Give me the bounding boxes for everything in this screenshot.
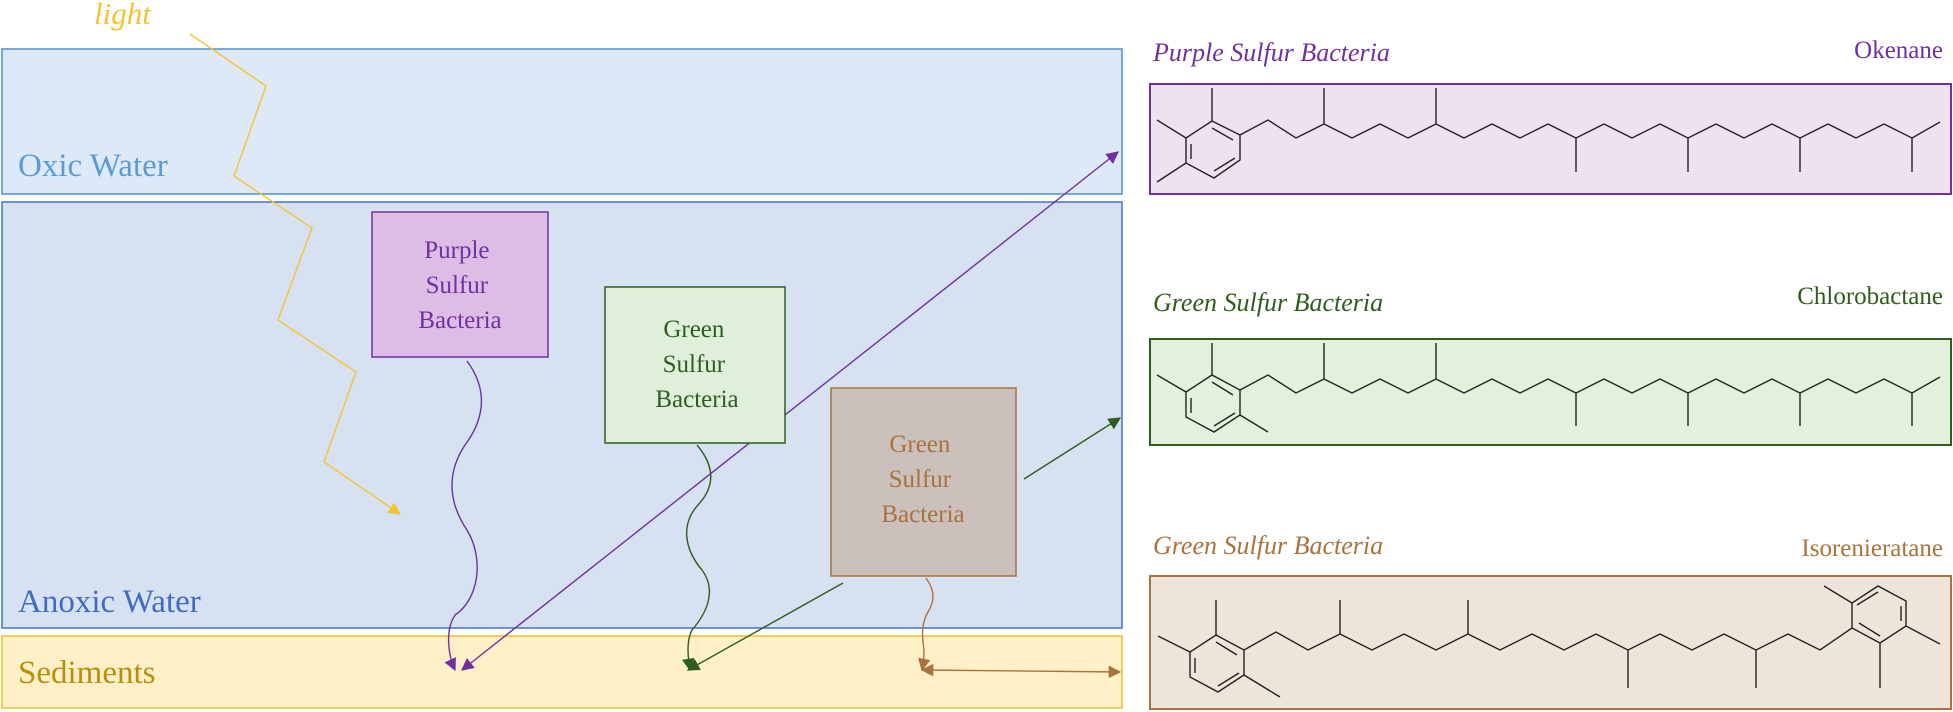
purple-box-line-2: Sulfur [426,272,489,299]
sediments-label: Sediments [18,655,156,691]
green-to-panel-arrow [1023,417,1122,480]
chlorobactane-structure [1156,343,1941,433]
green-sulfur-bacteria-box: Green Sulfur Bacteria [604,286,786,444]
purple-box-line-1: Purple [424,237,489,264]
panel-chlorobactane-name: Chlorobactane [1797,283,1943,310]
panel-okenane-name: Okenane [1854,37,1943,64]
svg-text:Green Sulfur Bacte: Green Sulfur Bacteria [881,431,964,528]
panel-isorenieratane-title: Green Sulfur Bacteria [1153,531,1383,560]
light-label: light [94,0,152,31]
green-to-sediment-arrow [686,582,844,671]
oxic-water-layer [1,48,1123,195]
brown-sinking-arrow [918,577,934,672]
panel-okenane-title: Purple Sulfur Bacteria [1152,38,1390,67]
okenane-structure [1156,88,1941,183]
isorenieratane-structure [1157,585,1941,698]
purple-sulfur-bacteria-box: Purple Sulfur Bacteria [371,211,549,358]
green-sinking-arrow [682,444,712,672]
sediments-layer [1,635,1123,709]
panel-chlorobactane-frame [1149,338,1952,446]
brown-to-panel-arrow [920,663,1122,679]
svg-text:Green Sulfur Bacte: Green Sulfur Bacteria [655,316,738,413]
brown-box-line-3: Bacteria [881,501,964,528]
panel-chlorobactane-title: Green Sulfur Bacteria [1153,288,1383,317]
green-box-line-3: Bacteria [655,386,738,413]
purple-to-panel-arrow [461,151,1119,671]
panel-okenane-frame [1149,83,1952,195]
green-box-line-2: Sulfur [663,351,726,378]
green-box-line-1: Green [663,316,725,343]
brown-box-line-1: Green [889,431,951,458]
light-ray-arrow [189,33,402,515]
brown-green-sulfur-bacteria-box: Green Sulfur Bacteria [830,387,1017,577]
oxic-water-label: Oxic Water [18,148,168,184]
panel-isorenieratane-name: Isorenieratane [1801,535,1943,562]
svg-text:Purple Sulfur Bact: Purple Sulfur Bacteria [418,237,501,334]
purple-box-line-3: Bacteria [418,307,501,334]
brown-box-line-2: Sulfur [889,466,952,493]
anoxic-water-label: Anoxic Water [18,584,201,620]
purple-sinking-arrow [444,360,483,672]
